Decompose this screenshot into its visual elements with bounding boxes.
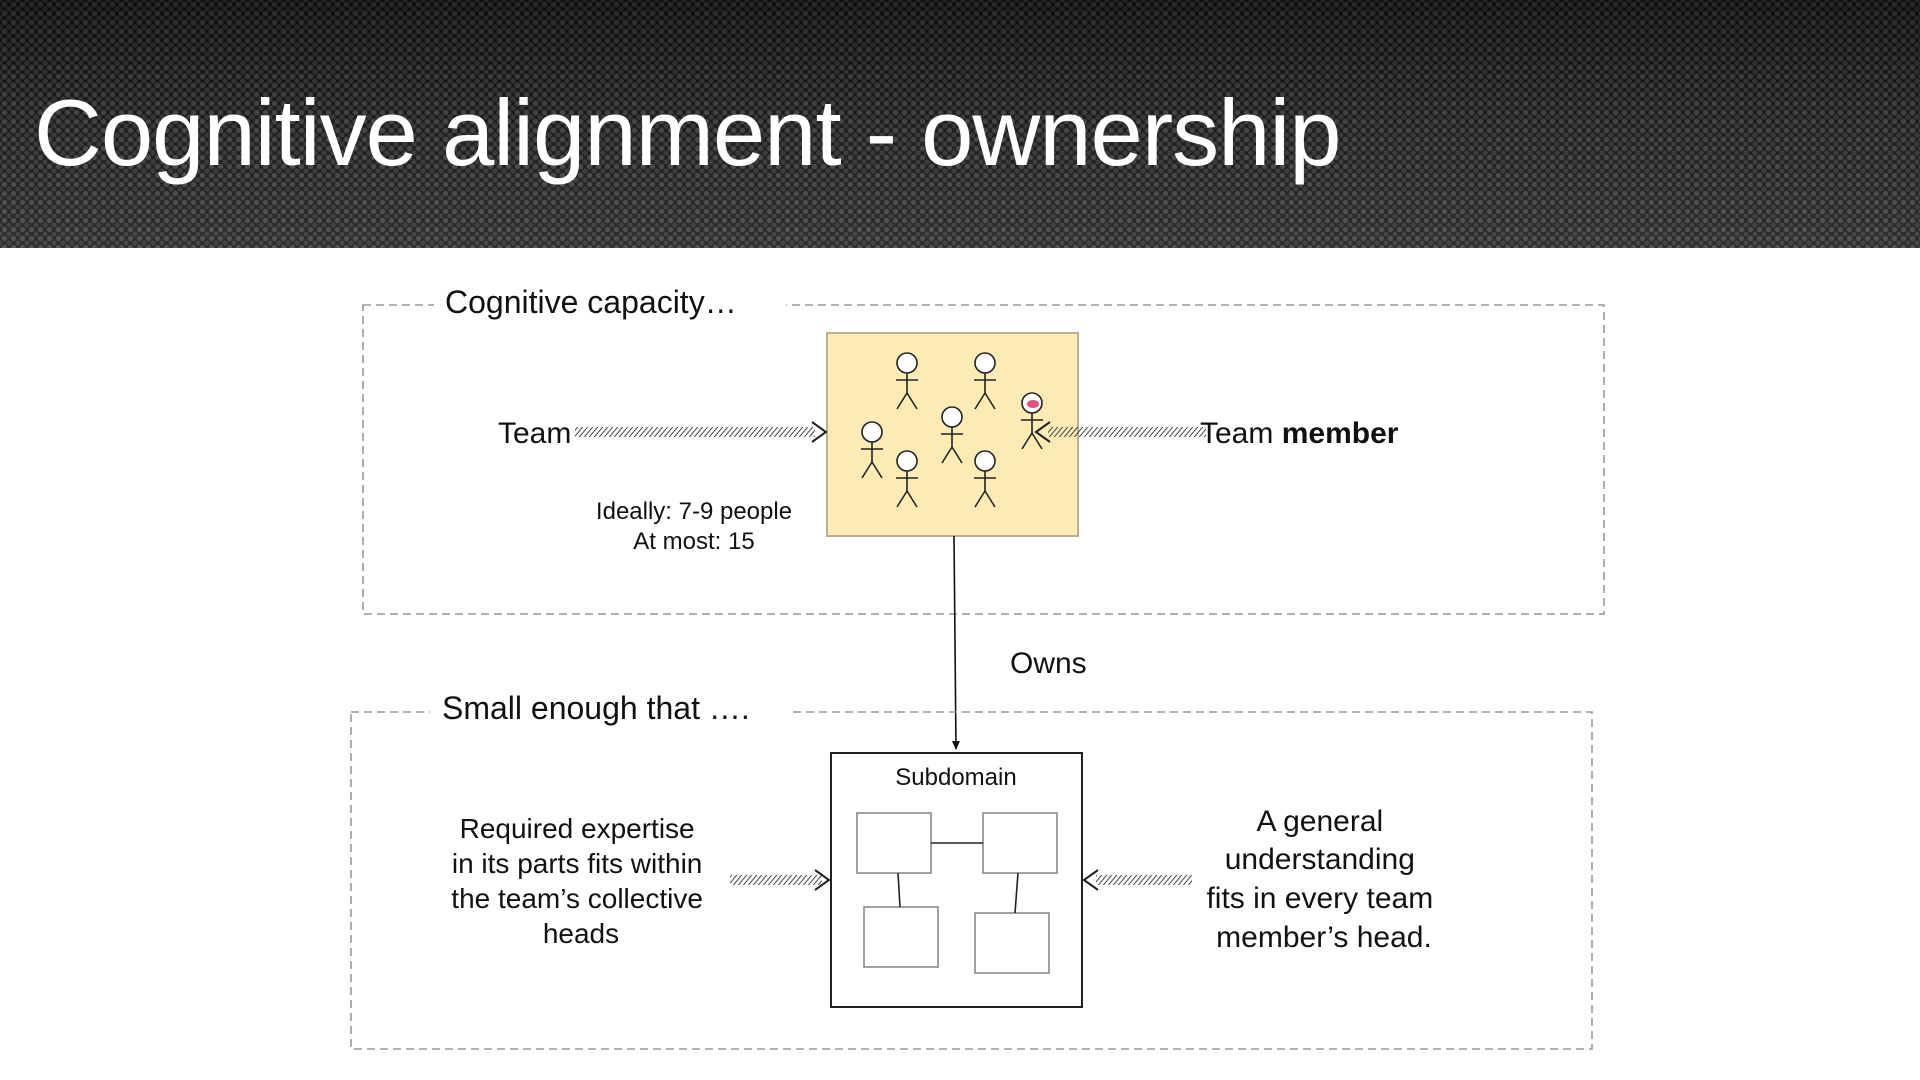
expertise-text: Required expertise in its parts fits wit… xyxy=(451,813,710,949)
stick-figure-icon-highlighted xyxy=(1021,392,1043,450)
cognitive-capacity-group: Cognitive capacity… xyxy=(362,282,1605,615)
stick-figure-icon xyxy=(974,352,996,410)
stick-figure-icon xyxy=(974,450,996,508)
owns-connector: Owns xyxy=(951,535,1087,750)
stick-figure-icon xyxy=(941,406,963,464)
subdomain-part xyxy=(982,812,1058,874)
top-group-label: Cognitive capacity… xyxy=(445,284,737,320)
team-member-arrow xyxy=(1034,421,1206,443)
team-member-label: Team member xyxy=(1200,417,1399,450)
subdomain-part xyxy=(863,906,939,968)
expertise-arrow xyxy=(730,869,831,891)
subdomain-title: Subdomain xyxy=(895,764,1016,791)
owns-label: Owns xyxy=(1010,647,1087,680)
bottom-group-label: Small enough that …. xyxy=(442,690,750,726)
understanding-text: A general understanding fits in every te… xyxy=(1206,805,1441,954)
subdomain-parts xyxy=(856,812,1058,974)
top-group-border xyxy=(362,304,1605,615)
team-size-max: At most: 15 xyxy=(633,528,754,555)
stick-figure-icon xyxy=(896,352,918,410)
team-arrow xyxy=(575,421,828,443)
small-enough-group: Small enough that …. Subdomain Required … xyxy=(350,690,1593,1050)
bottom-group-label-bg xyxy=(430,690,790,730)
stick-figure-icon xyxy=(896,450,918,508)
title-banner: Cognitive alignment - ownership xyxy=(0,0,1920,248)
subdomain-part xyxy=(856,812,932,874)
subdomain-part xyxy=(974,912,1050,974)
bottom-group-border xyxy=(350,711,1593,1050)
slide-title: Cognitive alignment - ownership xyxy=(34,80,1342,185)
top-group-label-bg xyxy=(434,282,786,322)
stick-figure-icon xyxy=(861,421,883,479)
understanding-arrow xyxy=(1082,869,1192,891)
team-label: Team xyxy=(498,417,571,450)
team-size-ideal: Ideally: 7-9 people xyxy=(596,498,792,525)
